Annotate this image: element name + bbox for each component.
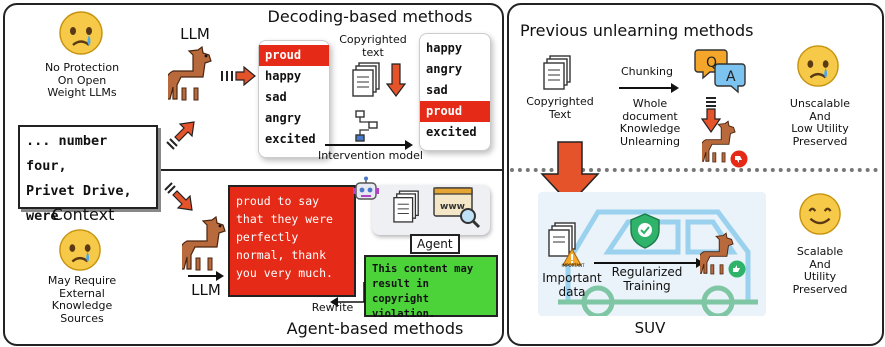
document-stack-icon (352, 62, 380, 97)
rewrite-label: Rewrite (311, 301, 354, 314)
llama-icon (702, 120, 736, 163)
arrow-up-right-icon (166, 121, 195, 150)
warning-icon (562, 248, 582, 266)
left-divider (140, 169, 502, 171)
suv-label: SUV (634, 319, 666, 337)
shield-check-icon (630, 213, 660, 249)
rewrite-arrow-icon (330, 282, 365, 307)
arrow-right-icon (619, 83, 679, 93)
document-stack-icon (543, 55, 571, 90)
token: angry (426, 62, 463, 76)
token-list-after: happy angry sad proud excited (419, 33, 491, 151)
token: excited (426, 125, 477, 139)
token: happy (426, 41, 463, 55)
llama-icon (182, 216, 226, 271)
agent-title: Agent-based methods (286, 319, 464, 338)
token: sad (426, 83, 448, 97)
llm-label-top: LLM (180, 25, 210, 43)
intervention-model-label: Intervention model (318, 149, 423, 162)
context-line: ... number four, (26, 133, 108, 174)
token: angry (265, 111, 302, 125)
document-stack-icon (393, 190, 419, 223)
arrow-right-icon (221, 66, 256, 86)
important-stamp: IMPORTANT (561, 263, 585, 268)
sad-face-icon (59, 11, 103, 55)
context-line: Privet Drive, (26, 183, 132, 199)
llama-icon (700, 232, 734, 275)
intervention-arrow-icon (325, 140, 413, 150)
a-letter: A (726, 69, 736, 85)
arrow-down-right-icon (164, 182, 193, 211)
decoding-title: Decoding-based methods (267, 7, 473, 26)
document-stack-icon (548, 222, 576, 257)
www-label: www (440, 202, 465, 212)
token-list-before: proud happy sad angry excited (258, 40, 330, 158)
web-search-icon: www (433, 187, 481, 229)
arrow-right-icon (188, 271, 224, 281)
big-arrow-down-icon (540, 141, 600, 206)
llm-label-bottom: LLM (191, 281, 221, 299)
token: excited (265, 132, 316, 146)
sad-face-icon (797, 45, 839, 87)
car-outline-icon (558, 209, 758, 316)
token-proud: proud (420, 101, 490, 122)
agent-label: Agent (410, 234, 460, 254)
context-title: Context (51, 205, 115, 224)
q-letter: Q (706, 55, 717, 71)
intervention-model-icon (355, 110, 378, 142)
arrow-down-icon (386, 63, 406, 97)
right-title: Previous unlearning methods (520, 21, 754, 40)
arrow-down-icon (700, 97, 722, 134)
thumbs-up-icon (728, 260, 746, 278)
llama-icon (168, 46, 212, 101)
robot-icon (353, 176, 379, 200)
context-line: were (26, 208, 59, 224)
token: happy (265, 69, 302, 83)
token: sad (265, 90, 287, 104)
chunking-label: Chunking (621, 65, 673, 78)
happy-face-icon (799, 193, 841, 235)
qa-icon: Q A (694, 49, 746, 94)
token-proud: proud (259, 45, 329, 66)
thumbs-down-icon (730, 150, 748, 168)
context-box: ... number four, Privet Drive, were (18, 125, 158, 224)
sad-face-icon (59, 229, 101, 271)
right-dotted-divider (510, 168, 878, 172)
